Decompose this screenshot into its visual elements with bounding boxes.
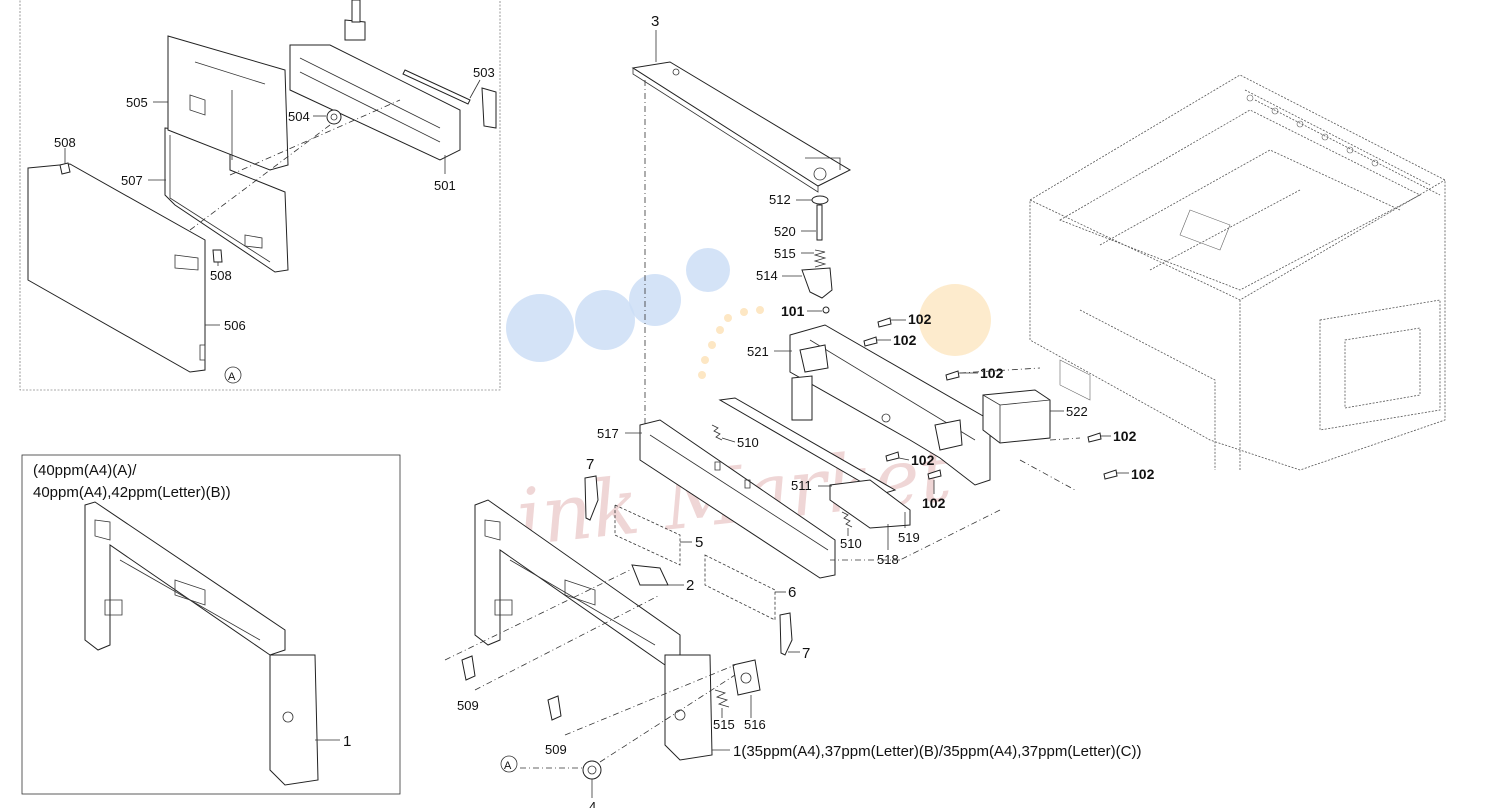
label-7a: 7 bbox=[586, 456, 594, 473]
part-510-spring-a bbox=[711, 424, 723, 441]
part-509-latch-a bbox=[461, 655, 476, 681]
label-102b: 102 bbox=[893, 332, 917, 348]
label-102f: 102 bbox=[922, 495, 946, 511]
detail-box-variant bbox=[21, 454, 401, 795]
part-520-shaft bbox=[816, 204, 823, 241]
label-509a: 509 bbox=[457, 698, 479, 713]
detail-frame-top bbox=[19, 0, 501, 391]
label-101: 101 bbox=[781, 303, 805, 319]
leaders-top-left bbox=[64, 79, 481, 326]
label-510a: 510 bbox=[737, 435, 759, 450]
part-7-lever-a bbox=[584, 475, 599, 521]
label-504: 504 bbox=[288, 109, 310, 124]
part-514-bracket bbox=[801, 267, 833, 299]
part-102-screws bbox=[863, 317, 1118, 480]
part-511-rail bbox=[718, 397, 911, 529]
part-503-rail bbox=[402, 69, 497, 129]
part-521-bracket bbox=[789, 324, 991, 486]
label-2: 2 bbox=[686, 577, 694, 594]
label-6: 6 bbox=[788, 584, 796, 601]
assembly-dashes-bottom bbox=[444, 569, 736, 769]
part-515-spring-b bbox=[714, 689, 730, 708]
part-510-spring-b bbox=[841, 511, 853, 528]
label-5: 5 bbox=[695, 534, 703, 551]
label-520: 520 bbox=[774, 224, 796, 239]
part-512-cap bbox=[811, 195, 829, 205]
part-508-pin-b bbox=[212, 249, 223, 263]
part-4-knob bbox=[582, 760, 602, 798]
label-518: 518 bbox=[877, 552, 899, 567]
part-505-panel bbox=[167, 35, 289, 171]
label-508a: 508 bbox=[54, 135, 76, 150]
detail-note-line1: (40ppm(A4)(A)/ bbox=[33, 462, 137, 479]
label-507: 507 bbox=[121, 173, 143, 188]
part-516-mount bbox=[732, 659, 761, 696]
label-503: 503 bbox=[473, 65, 495, 80]
leaders-center bbox=[625, 432, 906, 561]
label-506: 506 bbox=[224, 318, 246, 333]
printer-frame-illustration bbox=[1029, 74, 1446, 471]
label-102e: 102 bbox=[911, 452, 935, 468]
part-508-pin-a bbox=[59, 162, 71, 175]
label-514: 514 bbox=[756, 268, 778, 283]
label-1-bottom: 1(35ppm(A4),37ppm(Letter)(B)/35ppm(A4),3… bbox=[733, 743, 1141, 760]
label-1-box: 1 bbox=[343, 733, 351, 750]
part-515-spring bbox=[813, 249, 827, 268]
part-501-bracket bbox=[289, 0, 461, 161]
label-522: 522 bbox=[1066, 404, 1088, 419]
label-511: 511 bbox=[791, 478, 812, 493]
label-102d: 102 bbox=[1113, 428, 1137, 444]
label-512: 512 bbox=[769, 192, 791, 207]
reference-mark-a-bottom: A bbox=[500, 755, 518, 773]
leaders-102 bbox=[877, 319, 1129, 561]
label-508b: 508 bbox=[210, 268, 232, 283]
part-7-lever-b bbox=[779, 612, 793, 656]
label-517: 517 bbox=[597, 426, 619, 441]
label-515a: 515 bbox=[774, 246, 796, 261]
label-509b: 509 bbox=[545, 742, 567, 757]
part-3-plate bbox=[631, 61, 852, 193]
label-516: 516 bbox=[744, 717, 766, 732]
detail-note-line2: 40ppm(A4),42ppm(Letter)(B)) bbox=[33, 484, 231, 501]
part-506-panel bbox=[27, 163, 206, 373]
part-1-frame bbox=[474, 499, 713, 761]
part-101-screw bbox=[822, 306, 830, 314]
printer-frame-detail bbox=[1059, 94, 1379, 401]
label-501: 501 bbox=[434, 178, 456, 193]
leaders-stack bbox=[782, 199, 822, 312]
svg-text:A: A bbox=[504, 760, 512, 772]
label-519: 519 bbox=[898, 530, 920, 545]
label-521: 521 bbox=[747, 344, 769, 359]
label-515b: 515 bbox=[713, 717, 735, 732]
part-517-plate bbox=[639, 419, 836, 579]
label-102c: 102 bbox=[980, 365, 1004, 381]
label-510b: 510 bbox=[840, 536, 862, 551]
reference-mark-a-top: A bbox=[224, 366, 242, 384]
part-522-box bbox=[982, 389, 1051, 444]
watermark-logo bbox=[506, 248, 991, 379]
label-505: 505 bbox=[126, 95, 148, 110]
part-504-gear bbox=[326, 109, 342, 125]
part-6-sheet bbox=[704, 554, 776, 621]
part-2-switch bbox=[631, 564, 669, 586]
part-5-sheet bbox=[614, 504, 681, 566]
label-102a: 102 bbox=[908, 311, 932, 327]
label-102g: 102 bbox=[1131, 466, 1155, 482]
svg-text:A: A bbox=[228, 371, 236, 383]
part-509-latch-b bbox=[547, 695, 562, 721]
label-3: 3 bbox=[651, 13, 659, 30]
part-1-frame-variant bbox=[84, 501, 319, 786]
label-4: 4 bbox=[589, 799, 596, 808]
label-7b: 7 bbox=[802, 645, 810, 662]
